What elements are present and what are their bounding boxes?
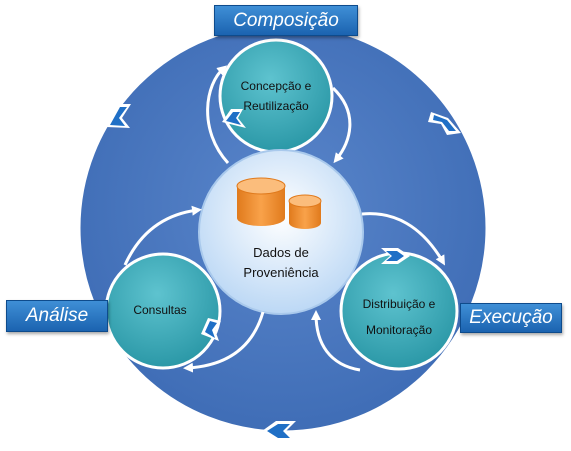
- arrow-queries-to-center: [123, 205, 202, 266]
- phase-label-composition: Composição: [214, 5, 358, 36]
- node-conception-line1: Concepção e: [240, 79, 312, 93]
- chevron-conception: [222, 109, 246, 128]
- node-provenance-circle: [198, 149, 364, 315]
- node-queries-line1: Consultas: [133, 303, 187, 317]
- node-distribution-label: Distribuição e Monitoração: [344, 291, 454, 343]
- phase-label-execution: Execução: [460, 303, 562, 333]
- cycle-chevron-top-left: [106, 104, 131, 128]
- chevron-queries: [201, 318, 221, 341]
- chevron-distribution: [381, 248, 410, 264]
- arrow-center-to-conception: [206, 65, 230, 165]
- phase-label-execution-text: Execução: [469, 307, 553, 328]
- phase-label-analysis: Análise: [6, 300, 108, 332]
- node-provenance-label: Dados de Proveniência: [226, 243, 336, 283]
- node-queries-label: Consultas: [120, 300, 200, 320]
- phase-label-composition-text: Composição: [233, 9, 339, 31]
- node-conception-label: Concepção e Reutilização: [226, 76, 326, 116]
- arrow-center-to-queries: [183, 311, 265, 373]
- cycle-chevron-bottom: [262, 421, 296, 441]
- node-conception-line2: Reutilização: [243, 99, 309, 113]
- cycle-chevron-top-right: [428, 112, 461, 135]
- database-icon: [236, 177, 322, 229]
- cycle-arrows: [123, 65, 446, 373]
- node-distribution-line1: Distribuição e: [362, 297, 436, 311]
- arrow-distribution-to-center: [311, 310, 361, 372]
- node-provenance-line2: Proveniência: [243, 265, 319, 280]
- arrow-conception-to-center: [331, 86, 352, 164]
- phase-label-analysis-text: Análise: [25, 305, 89, 326]
- node-distribution-line2: Monitoração: [365, 323, 433, 337]
- arrow-center-to-distribution: [361, 212, 446, 266]
- node-provenance-line1: Dados de: [253, 245, 309, 260]
